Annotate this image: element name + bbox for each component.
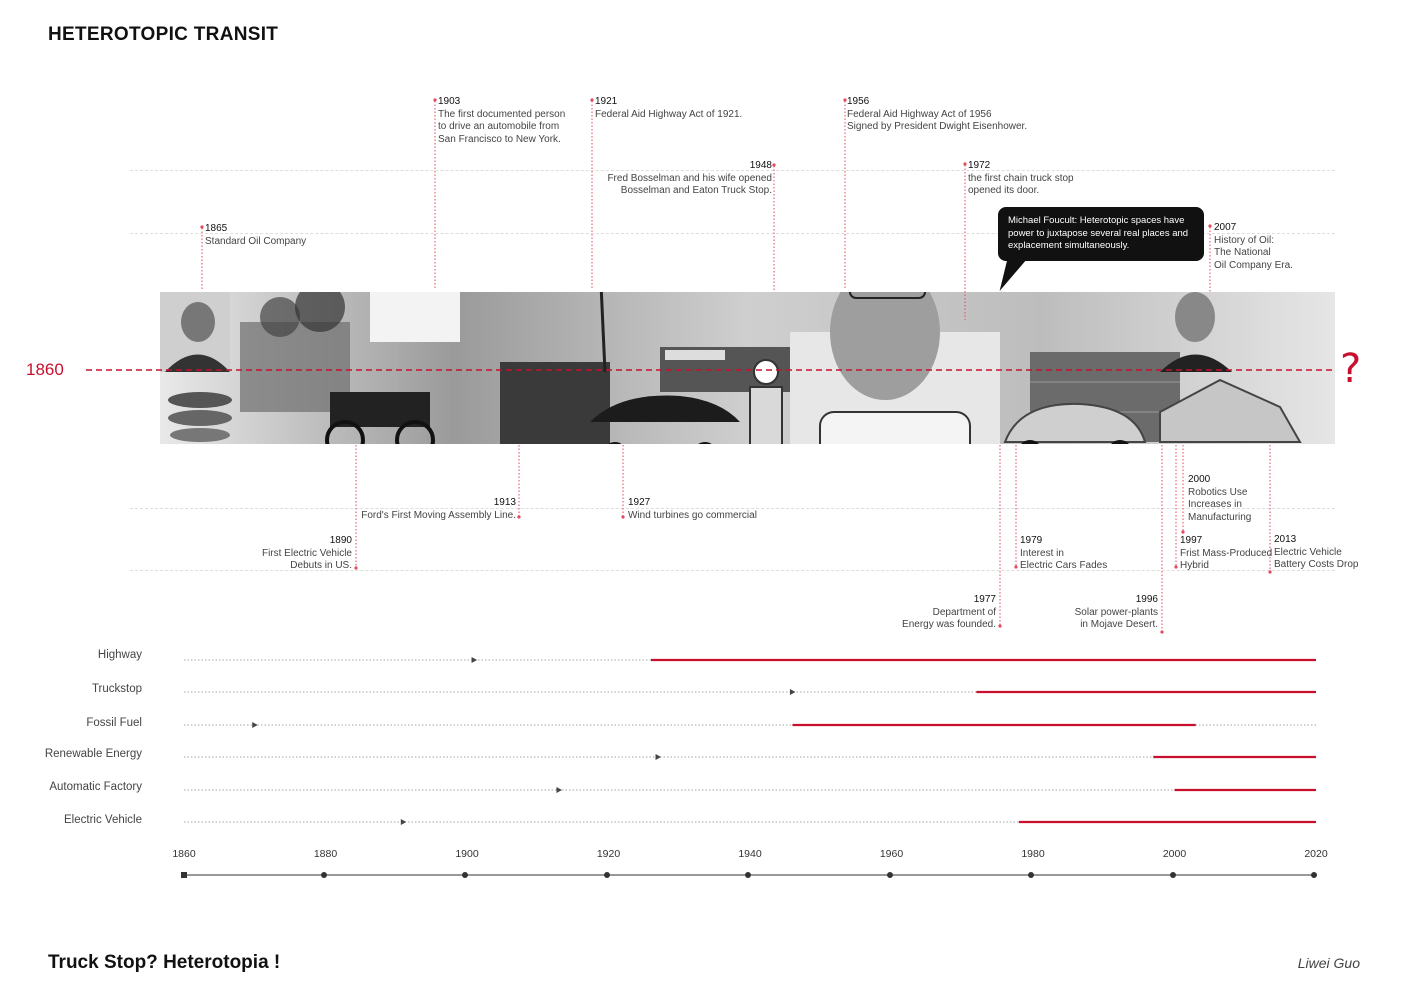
event-2013: 2013 Electric Vehicle Battery Costs Drop bbox=[1274, 534, 1358, 572]
guide-line bbox=[130, 508, 1335, 509]
event-text-line: Debuts in US. bbox=[290, 560, 352, 571]
category-row-fossil-fuel bbox=[184, 722, 1316, 728]
event-1979: 1979 Interest in Electric Cars Fades bbox=[1020, 535, 1107, 573]
event-year: 1948 bbox=[749, 160, 772, 171]
event-1927: 1927 Wind turbines go commercial bbox=[628, 497, 757, 522]
timeline-end-question: ? bbox=[1340, 346, 1362, 392]
category-label-electric-vehicle: Electric Vehicle bbox=[64, 814, 142, 826]
event-1890: 1890 First Electric Vehicle Debuts in US… bbox=[222, 535, 352, 573]
event-year: 1903 bbox=[438, 96, 461, 107]
event-text-line: Electric Vehicle bbox=[1274, 546, 1342, 558]
author-name: Liwei Guo bbox=[1297, 955, 1360, 971]
event-text-line: Battery Costs Drop bbox=[1274, 559, 1359, 570]
event-1921: 1921 Federal Aid Highway Act of 1921. bbox=[595, 96, 742, 121]
event-text-line: Frist Mass-Produced bbox=[1180, 547, 1273, 559]
event-text-line: in Mojave Desert. bbox=[1080, 619, 1158, 630]
event-text-line: Bosselman and Eaton Truck Stop. bbox=[620, 185, 772, 196]
event-text-line: Robotics Use bbox=[1188, 486, 1248, 498]
event-text-line: Department of bbox=[932, 606, 996, 618]
category-row-highway bbox=[184, 657, 1316, 663]
start-marker-icon bbox=[789, 689, 796, 695]
event-year: 1977 bbox=[973, 594, 996, 605]
event-year: 1997 bbox=[1180, 535, 1203, 546]
event-text-line: San Francisco to New York. bbox=[438, 133, 561, 145]
event-1996: 1996 Solar power-plants in Mojave Desert… bbox=[1038, 594, 1158, 632]
event-text-line: to drive an automobile from bbox=[438, 121, 560, 132]
event-1997: 1997 Frist Mass-Produced Hybrid bbox=[1180, 535, 1272, 573]
event-year: 1890 bbox=[329, 535, 352, 546]
event-text-line: First Electric Vehicle bbox=[261, 547, 352, 559]
guide-line bbox=[130, 233, 1335, 234]
event-2000: 2000 Robotics Use Increases in Manufactu… bbox=[1188, 474, 1251, 524]
event-year: 1927 bbox=[628, 497, 651, 508]
event-year: 1865 bbox=[205, 223, 228, 234]
category-row-electric-vehicle bbox=[184, 819, 1316, 825]
category-label-automatic-factory: Automatic Factory bbox=[49, 781, 142, 793]
event-1913: 1913 Ford's First Moving Assembly Line. bbox=[330, 497, 516, 522]
event-text-line: the first chain truck stop bbox=[968, 172, 1074, 184]
footer-title: Truck Stop? Heterotopia ! bbox=[48, 952, 281, 973]
category-label-highway: Highway bbox=[97, 649, 142, 661]
event-text-line: Federal Aid Highway Act of 1921. bbox=[595, 108, 743, 120]
event-text-line: Signed by President Dwight Eisenhower. bbox=[847, 121, 1028, 132]
event-1977: 1977 Department of Energy was founded. bbox=[876, 594, 996, 632]
event-text-line: Manufacturing bbox=[1188, 511, 1252, 523]
event-year: 1972 bbox=[968, 160, 991, 171]
event-leader-lines bbox=[200, 98, 1272, 634]
event-text-line: History of Oil: bbox=[1214, 234, 1275, 246]
event-year: 2000 bbox=[1188, 474, 1211, 485]
category-timeline-chart bbox=[181, 657, 1316, 878]
event-text-line: Oil Company Era. bbox=[1214, 259, 1293, 271]
event-year: 1956 bbox=[847, 96, 870, 107]
event-text-line: Increases in bbox=[1188, 499, 1242, 510]
event-text-line: Hybrid bbox=[1180, 560, 1209, 571]
category-row-truckstop bbox=[184, 689, 1316, 695]
event-text-line: Ford's First Moving Assembly Line. bbox=[361, 509, 516, 521]
event-1865: 1865 Standard Oil Company bbox=[205, 223, 306, 248]
event-2007: 2007 History of Oil: The National Oil Co… bbox=[1214, 222, 1293, 272]
start-marker-icon bbox=[471, 657, 478, 663]
page-title: HETEROTOPIC TRANSIT bbox=[48, 24, 279, 45]
event-year: 1996 bbox=[1135, 594, 1158, 605]
event-year: 1913 bbox=[493, 497, 516, 508]
event-text-line: Energy was founded. bbox=[902, 619, 996, 630]
event-1948: 1948 Fred Bosselman and his wife opened … bbox=[602, 160, 772, 198]
event-year: 1921 bbox=[595, 96, 618, 107]
category-row-automatic-factory bbox=[184, 787, 1316, 793]
event-text-line: Fred Bosselman and his wife opened bbox=[607, 172, 772, 184]
category-label-fossil-fuel: Fossil Fuel bbox=[86, 717, 142, 729]
event-year: 2007 bbox=[1214, 222, 1237, 233]
start-marker-icon bbox=[400, 819, 407, 825]
event-year: 1979 bbox=[1020, 535, 1043, 546]
category-label-renewable-energy: Renewable Energy bbox=[44, 748, 142, 760]
event-text-line: Wind turbines go commercial bbox=[628, 509, 757, 521]
timeline-start-year: 1860 bbox=[26, 360, 64, 379]
category-row-renewable-energy bbox=[184, 754, 1316, 760]
event-text-line: Solar power-plants bbox=[1074, 606, 1158, 618]
timeline-baseline bbox=[86, 369, 160, 371]
start-marker-icon bbox=[556, 787, 562, 793]
event-1972: 1972 the first chain truck stop opened i… bbox=[968, 160, 1074, 198]
event-text-line: The National bbox=[1214, 247, 1271, 258]
event-1903: 1903 The first documented person to driv… bbox=[438, 96, 565, 146]
start-marker-icon bbox=[252, 722, 258, 728]
axis-start-marker bbox=[181, 872, 187, 878]
event-text-line: The first documented person bbox=[438, 108, 566, 120]
guide-line bbox=[130, 570, 1335, 571]
category-label-truckstop: Truckstop bbox=[91, 683, 142, 695]
event-text-line: Standard Oil Company bbox=[205, 235, 307, 247]
guide-line bbox=[130, 170, 1335, 171]
event-text-line: Interest in bbox=[1020, 547, 1064, 559]
foucault-quote-bubble: Michael Foucult: Heterotopic spaces have… bbox=[998, 207, 1204, 261]
event-year: 2013 bbox=[1274, 534, 1297, 545]
event-1956: 1956 Federal Aid Highway Act of 1956 Sig… bbox=[847, 96, 1027, 134]
event-text-line: opened its door. bbox=[968, 185, 1040, 196]
event-text-line: Electric Cars Fades bbox=[1020, 560, 1108, 571]
start-marker-icon bbox=[655, 754, 662, 760]
history-collage bbox=[160, 292, 1335, 444]
event-text-line: Federal Aid Highway Act of 1956 bbox=[847, 108, 992, 120]
